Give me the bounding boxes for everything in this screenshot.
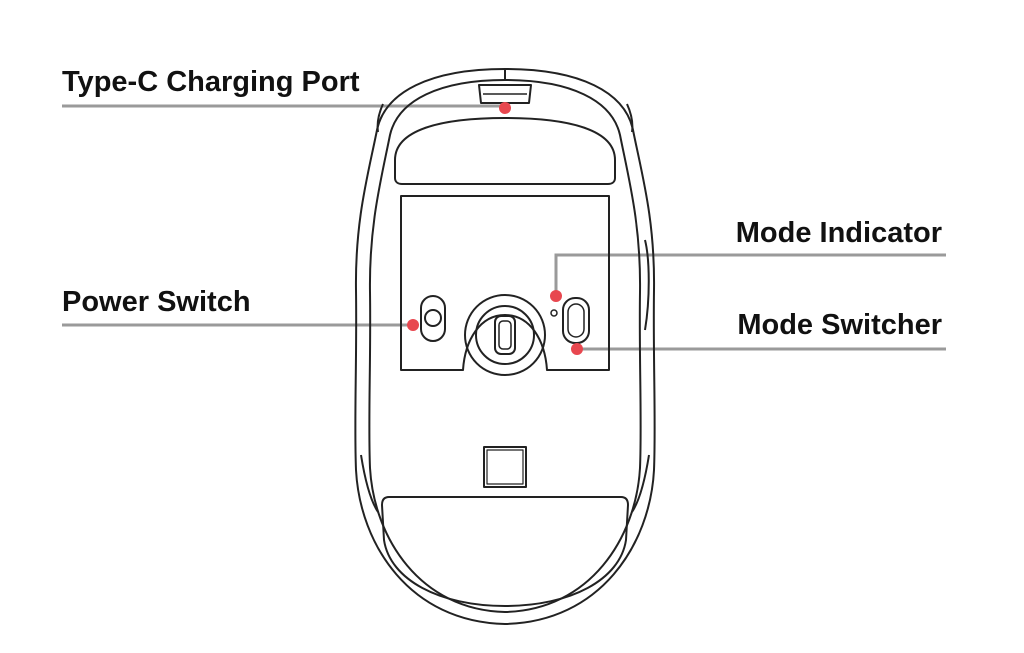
right-side-button [644,239,650,331]
bottom-glide-pad [381,496,629,607]
mode-switcher-label: Mode Switcher [737,309,942,341]
mode-indicator-light [550,309,558,317]
mode-indicator-dot [550,290,562,302]
mouse-inner-shell [368,79,642,613]
mode-indicator-label: Mode Indicator [735,217,942,249]
callout-dots [407,102,583,355]
mouse-outer-shell [354,68,656,625]
bottom-square-cutout [483,446,527,488]
charging-port-label: Type-C Charging Port [62,66,360,98]
mode-indicator-leader-line [554,253,946,296]
mode-switcher [562,297,590,344]
right-lower-ridge [631,454,650,513]
leader-lines [62,104,946,351]
left-lower-ridge [360,454,379,513]
sensor-inner-ring [475,305,535,365]
mode-switcher-dot [571,343,583,355]
charging-port-dot [499,102,511,114]
power-switch [420,295,446,342]
sensor-window [494,315,516,355]
charging-port-leader-line [62,104,507,108]
charging-port-outline [478,84,532,104]
right-side-ridge [626,103,634,133]
left-side-ridge [376,103,384,133]
power-switch-label: Power Switch [62,286,251,318]
mouse-body [354,68,656,625]
sensor-outer-ring [464,294,546,376]
power-switch-dot [407,319,419,331]
top-glide-pad [394,117,616,185]
